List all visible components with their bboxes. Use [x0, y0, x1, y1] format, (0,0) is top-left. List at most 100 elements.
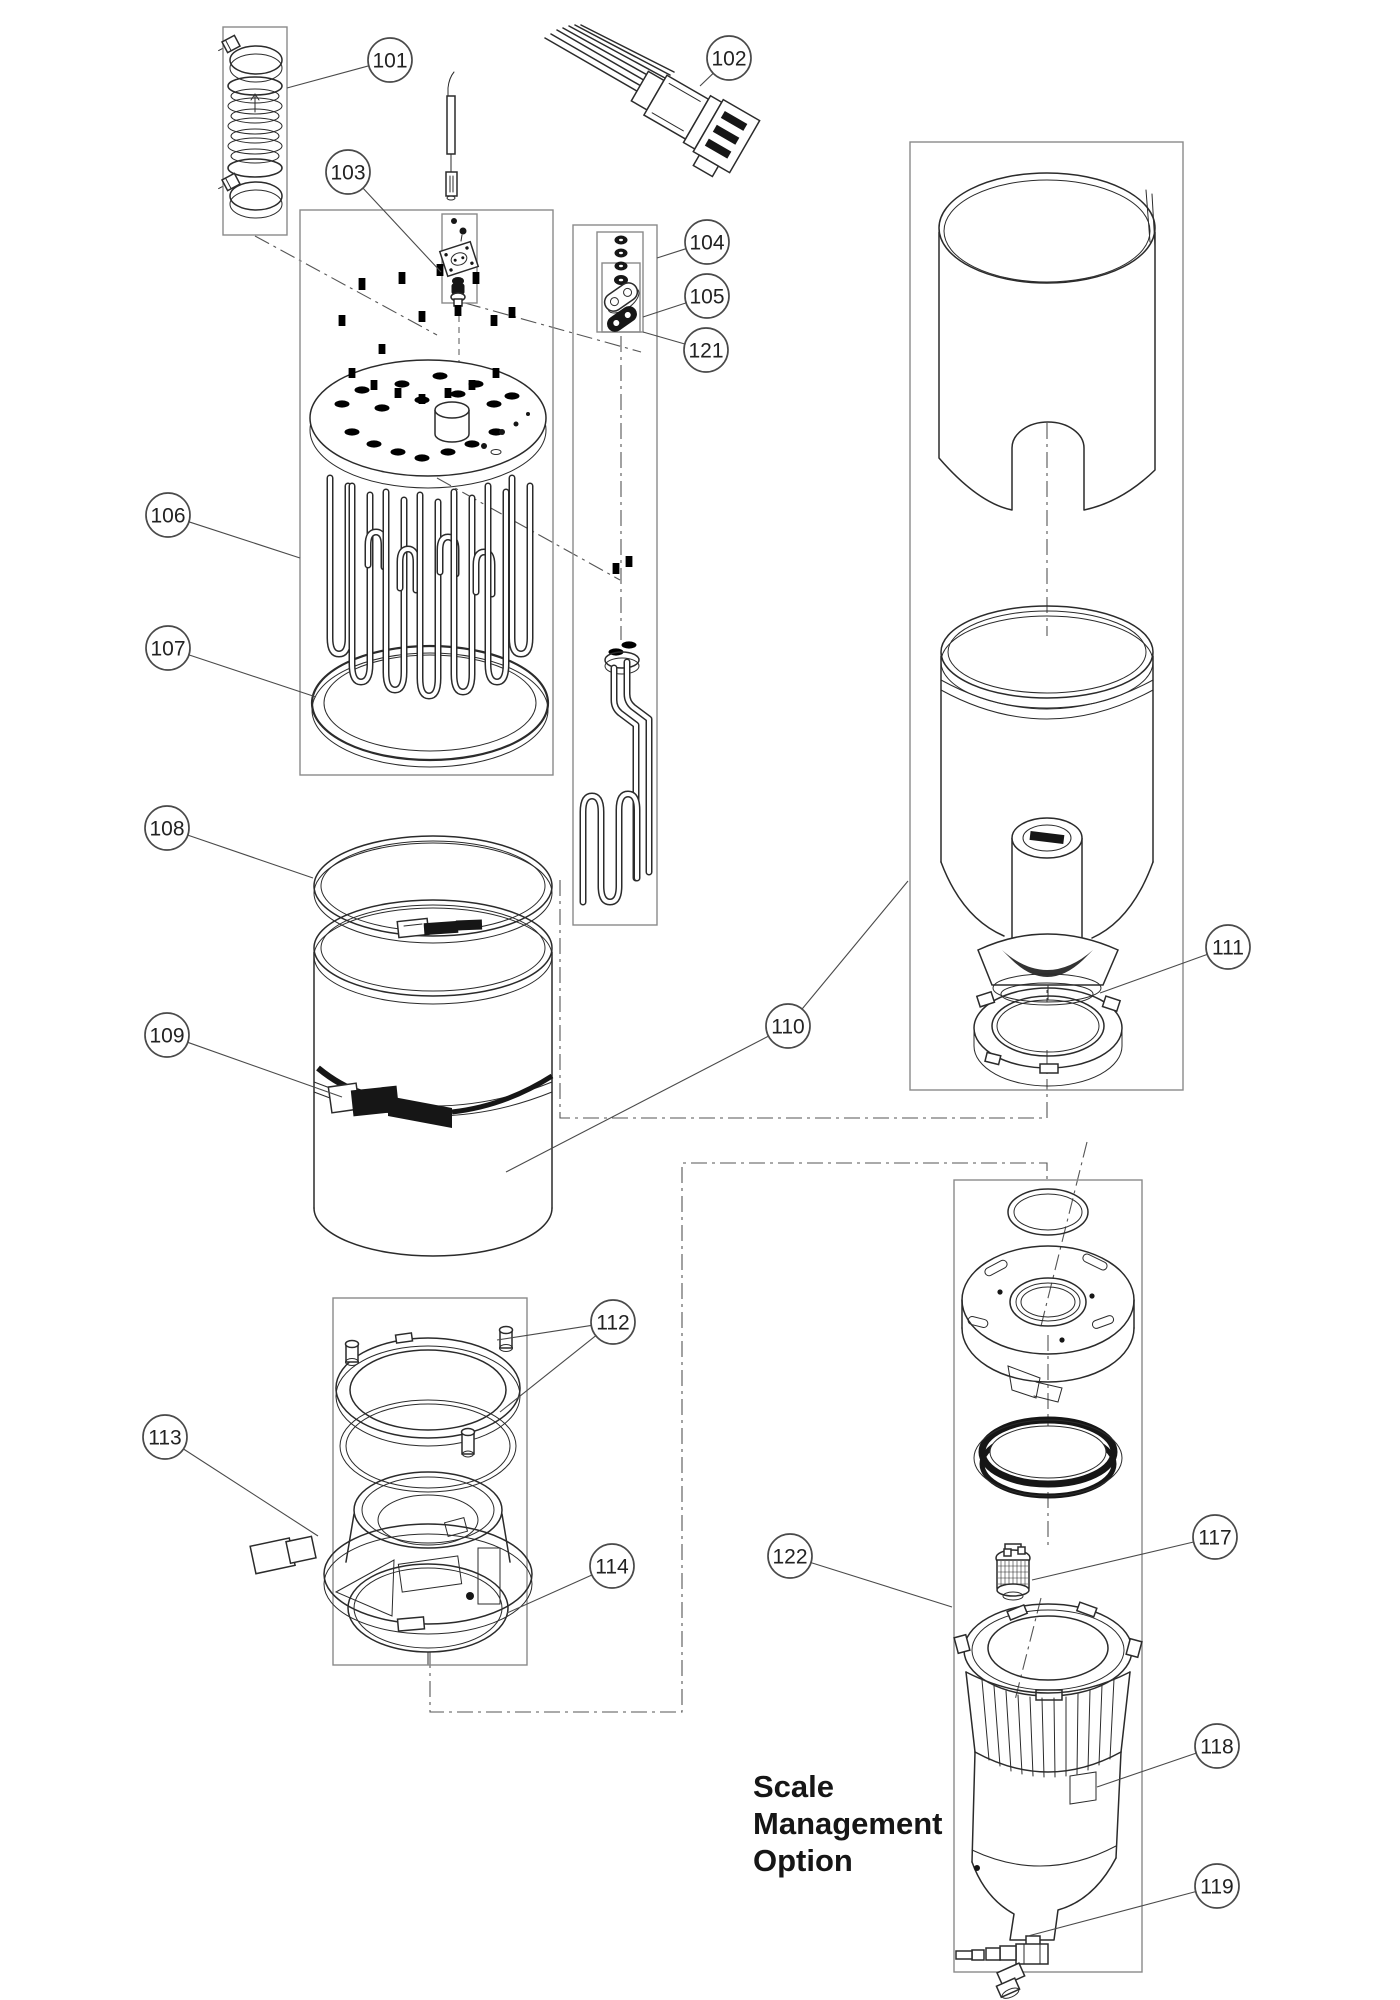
single-element-detail-box	[572, 224, 658, 926]
leader-line-109	[187, 1041, 343, 1098]
locking-ring-112	[335, 1325, 521, 1493]
leader-line-112	[499, 1335, 597, 1413]
canister-ribbed-collar	[965, 1671, 1131, 1778]
leader-line-121	[642, 331, 685, 345]
leader-line-104	[656, 248, 687, 259]
leader-line-113	[183, 1448, 319, 1537]
scale-management-box	[953, 1179, 1143, 1999]
callout-bubble-101	[367, 37, 413, 83]
note-line-2: Management	[753, 1806, 942, 1841]
connector-body	[630, 70, 761, 178]
leader-line-105	[642, 302, 687, 318]
outer-jacket	[938, 172, 1156, 511]
hose-clamp-upper	[218, 34, 283, 83]
wiring-harness-102	[544, 24, 761, 178]
canister-body	[971, 1751, 1122, 1941]
callout-bubble-114	[589, 1543, 635, 1589]
element-head-assembly-box	[299, 209, 554, 776]
callout-number-114: 114	[595, 1556, 629, 1579]
leader-line-117	[1031, 1541, 1194, 1581]
lid-cap	[961, 1245, 1135, 1403]
callout-bubble-111	[1205, 924, 1251, 970]
callout-bubble-106	[145, 492, 191, 538]
callout-number-102: 102	[711, 48, 746, 71]
leader-line-114	[506, 1574, 593, 1614]
band-latch	[396, 917, 483, 939]
canister	[953, 1601, 1143, 1999]
callout-number-117: 117	[1198, 1527, 1231, 1550]
seal-ring	[973, 1416, 1123, 1499]
o-ring-114	[347, 1563, 509, 1665]
leader-line-107	[188, 654, 317, 698]
bellows-hose	[227, 76, 283, 178]
leader-line-119	[1027, 1891, 1196, 1937]
lid-o-ring	[1007, 1188, 1089, 1236]
leader-line-101	[286, 65, 369, 89]
foot-ring-111	[973, 985, 1123, 1087]
hose-clamp-lower	[218, 172, 283, 219]
centerlines	[254, 235, 1088, 1713]
callout-number-119: 119	[1200, 1876, 1233, 1899]
callout-111: 111	[1099, 924, 1251, 994]
callout-number-104: 104	[689, 232, 724, 255]
callout-bubble-112	[590, 1299, 636, 1345]
callout-number-111: 111	[1212, 937, 1244, 960]
callout-bubble-103	[325, 149, 371, 195]
callout-bubble-121	[683, 327, 729, 373]
tank-spigot	[977, 817, 1119, 1006]
callout-number-112: 112	[596, 1312, 629, 1335]
callout-number-110: 110	[771, 1016, 804, 1039]
callout-118: 118	[1096, 1723, 1240, 1788]
gasket-ring-107	[310, 644, 550, 768]
center-fitting	[434, 401, 470, 443]
side-port	[249, 1535, 317, 1575]
callout-number-109: 109	[149, 1025, 184, 1048]
strap-clamp-109	[316, 1065, 554, 1128]
leader-line-102	[699, 72, 714, 87]
callout-number-107: 107	[150, 638, 185, 661]
callout-bubble-122	[767, 1533, 813, 1579]
callout-122: 122	[767, 1533, 953, 1608]
callout-121: 121	[642, 327, 729, 373]
callout-110: 110	[505, 880, 909, 1173]
wire-bundle	[544, 24, 675, 95]
drain-valve-119	[955, 1935, 1049, 1999]
leader-line-110	[505, 1035, 769, 1173]
leader-line-108	[187, 834, 314, 879]
callout-number-103: 103	[330, 162, 365, 185]
callout-bubble-105	[684, 273, 730, 319]
callout-bubble-117	[1192, 1514, 1238, 1560]
callout-109: 109	[144, 1012, 343, 1098]
flange-plate	[438, 240, 480, 278]
callout-112: 112	[496, 1299, 636, 1413]
callout-105: 105	[642, 273, 730, 319]
bolt-post	[344, 1339, 360, 1366]
callout-106: 106	[145, 492, 301, 559]
callout-number-122: 122	[772, 1546, 807, 1569]
leader-line-103	[362, 187, 442, 273]
element-tube-bundle-106	[330, 478, 530, 696]
filter-cartridge-117	[995, 1543, 1031, 1601]
callout-119: 119	[1027, 1863, 1240, 1937]
inner-tank	[940, 605, 1154, 1006]
element-head-plate	[309, 257, 547, 489]
callout-number-113: 113	[148, 1427, 181, 1450]
element-gasket-121	[607, 306, 637, 332]
tank-jacket-detail-box	[909, 141, 1184, 1091]
retaining-band-108	[313, 835, 553, 944]
callout-107: 107	[145, 625, 317, 698]
tank-110	[313, 899, 554, 1257]
callout-bubble-107	[145, 625, 191, 671]
callout-number-108: 108	[149, 818, 184, 841]
base-housing-113	[249, 1471, 533, 1635]
callout-bubble-118	[1194, 1723, 1240, 1769]
callout-102: 102	[699, 35, 752, 87]
note-line-3: Option	[753, 1843, 853, 1878]
single-heating-element	[583, 550, 649, 902]
callout-number-121: 121	[688, 340, 723, 363]
callout-bubble-104	[684, 219, 730, 265]
callout-bubble-108	[144, 805, 190, 851]
callout-117: 117	[1031, 1514, 1238, 1581]
